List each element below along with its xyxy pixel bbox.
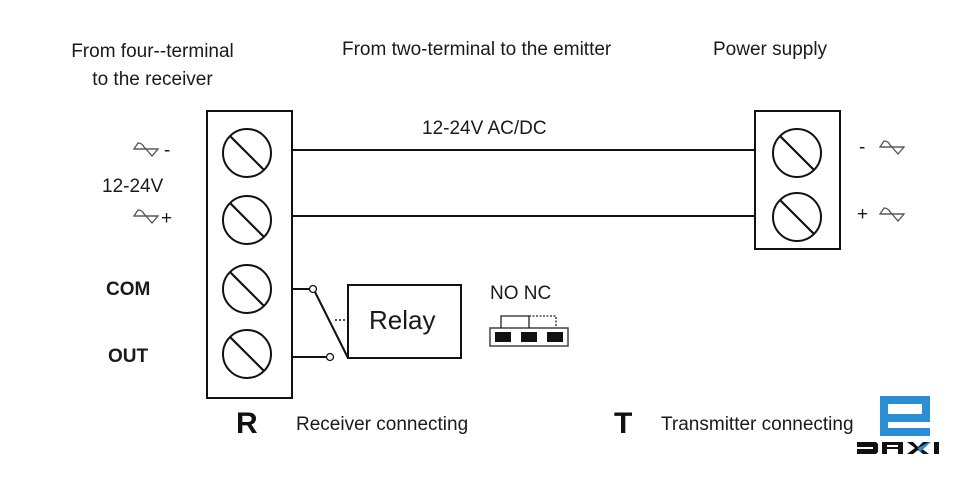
out-contact (325, 352, 335, 362)
receiver-side-header: From four--terminal to the receiver (40, 38, 265, 94)
com-contact (308, 284, 318, 294)
screw-terminal-icon (221, 127, 273, 179)
ac-dc-icon (133, 142, 159, 157)
screw-terminal-icon (221, 328, 273, 380)
receiver-minus-label: - (164, 140, 171, 161)
power-supply-header: Power supply (713, 39, 828, 60)
logo-e-mark (880, 396, 930, 436)
receiver-voltage-label: 12-24V (102, 176, 164, 197)
screw-terminal-icon (221, 194, 273, 246)
screw-terminal-icon (771, 127, 823, 179)
jumper-pin (495, 332, 511, 342)
receiver-side-header-line2: to the receiver (92, 69, 213, 90)
relay-label: Relay (369, 305, 436, 335)
receiver-terminal-block (206, 110, 293, 399)
power-plus-label: + (857, 204, 869, 225)
receiver-letter: R (236, 407, 258, 440)
transmitter-connecting-label: Transmitter connecting (661, 414, 854, 435)
ac-dc-icon (133, 209, 159, 224)
ac-dc-icon (879, 207, 905, 222)
screw-terminal-icon (221, 263, 273, 315)
jumper-pin (547, 332, 563, 342)
wire-voltage-label: 12-24V AC/DC (422, 118, 547, 139)
power-minus-label: - (859, 137, 866, 158)
relay-box (347, 284, 462, 359)
power-terminal-block (754, 110, 841, 250)
jumper-no-nc-label: NO NC (490, 283, 552, 304)
receiver-side-header-line1: From four--terminal (71, 41, 234, 62)
receiver-plus-label: + (161, 208, 173, 229)
daxi-logo (857, 396, 939, 454)
screw-terminal-icon (771, 191, 823, 243)
ac-dc-icon (879, 140, 905, 155)
jumper-pin (521, 332, 537, 342)
com-label: COM (106, 279, 151, 300)
relay-switch-arm (314, 291, 349, 359)
jumper-no-bridge (500, 315, 530, 328)
transmitter-letter: T (614, 407, 633, 440)
jumper-nc-bridge (529, 315, 557, 328)
emitter-side-header: From two-terminal to the emitter (342, 39, 612, 60)
out-label: OUT (108, 346, 149, 367)
receiver-connecting-label: Receiver connecting (296, 414, 469, 435)
